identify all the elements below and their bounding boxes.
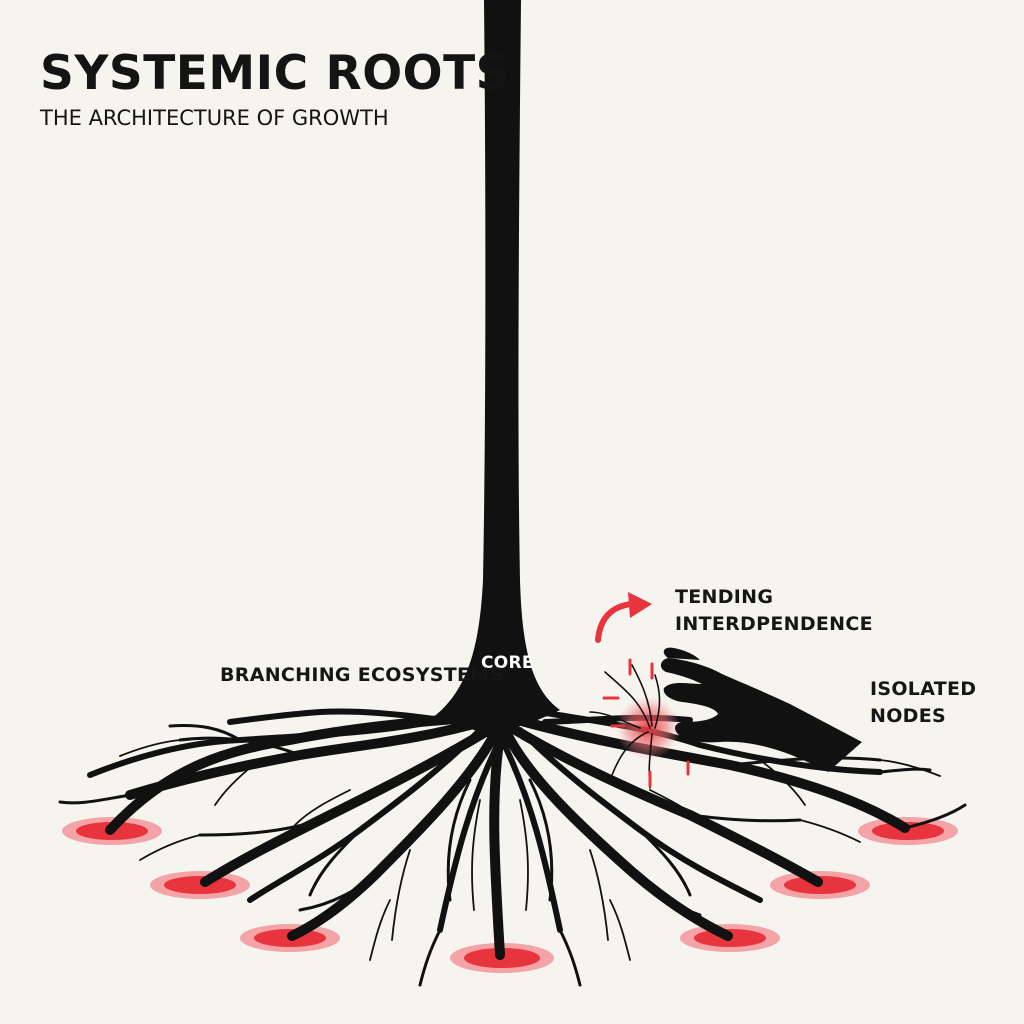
tending-label-line2: INTERDPENDENCE <box>675 613 873 635</box>
tending-interdependence-label: TENDING INTERDPENDENCE <box>675 584 873 638</box>
hand-icon <box>660 647 862 772</box>
core-label: CORE <box>481 653 534 673</box>
trunk <box>432 0 560 740</box>
isolated-label-line1: ISOLATED <box>870 678 977 700</box>
tending-label-line1: TENDING <box>675 586 774 608</box>
isolated-nodes-label: ISOLATED NODES <box>870 676 976 730</box>
page-subtitle: THE ARCHITECTURE OF GROWTH <box>40 106 389 130</box>
tending-site <box>589 664 680 789</box>
page-title: SYSTEMIC ROOTS <box>40 46 511 101</box>
focus-brackets-icon <box>602 658 690 788</box>
node-markers <box>62 817 958 973</box>
curved-arrow-icon <box>595 592 652 643</box>
isolated-label-line2: NODES <box>870 705 946 727</box>
branching-ecosystems-label: BRANCHING ECOSYSTEMS <box>220 664 504 686</box>
node-marker <box>150 871 250 899</box>
